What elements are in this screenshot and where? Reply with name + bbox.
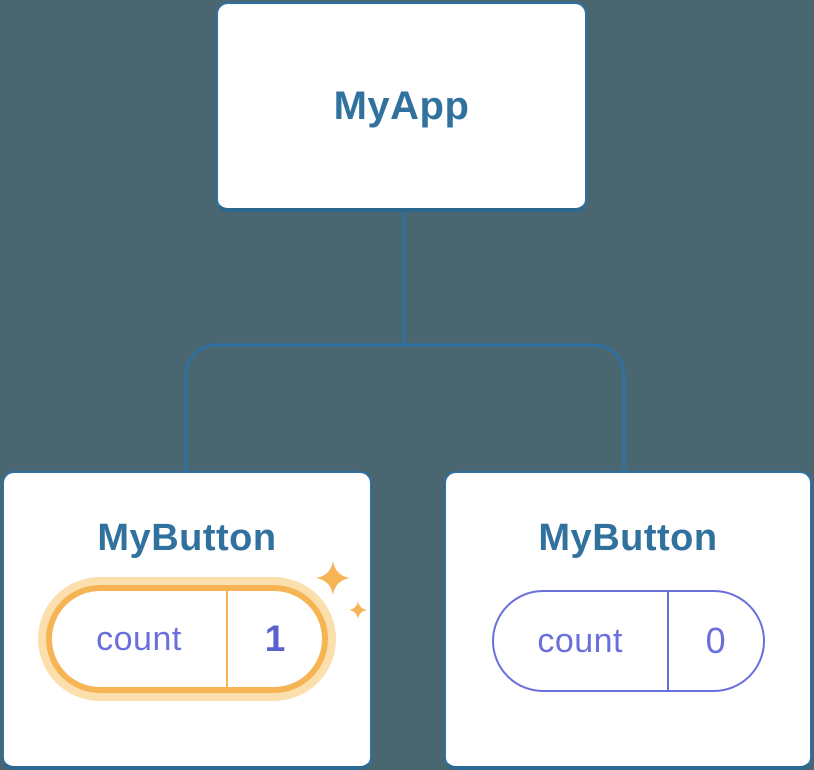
- sparkle-icons: [316, 561, 367, 619]
- branch-bracket-line: [184, 343, 626, 472]
- pill-divider: [225, 591, 228, 687]
- tree-connector-lines: [184, 206, 626, 472]
- state-key-label: count: [96, 619, 182, 658]
- sparkle-icon-small: [349, 601, 367, 619]
- child-node-right: MyButton count 0: [444, 471, 812, 770]
- child-node-right-label: MyButton: [538, 517, 718, 559]
- child-node-left-label: MyButton: [97, 517, 277, 559]
- state-value: 1: [264, 618, 286, 659]
- root-node-label: MyApp: [333, 84, 470, 128]
- state-highlight-halo: count 1: [38, 577, 336, 701]
- sparkle-icon-large: [316, 561, 350, 595]
- state-value: 0: [705, 620, 726, 661]
- state-pill-right: count 0: [491, 590, 765, 692]
- root-node: MyApp: [216, 2, 587, 212]
- pill-divider: [666, 592, 669, 690]
- state-key-label: count: [537, 621, 623, 660]
- state-pill-left: count 1: [46, 585, 328, 693]
- child-node-left: MyButton count 1: [2, 471, 372, 770]
